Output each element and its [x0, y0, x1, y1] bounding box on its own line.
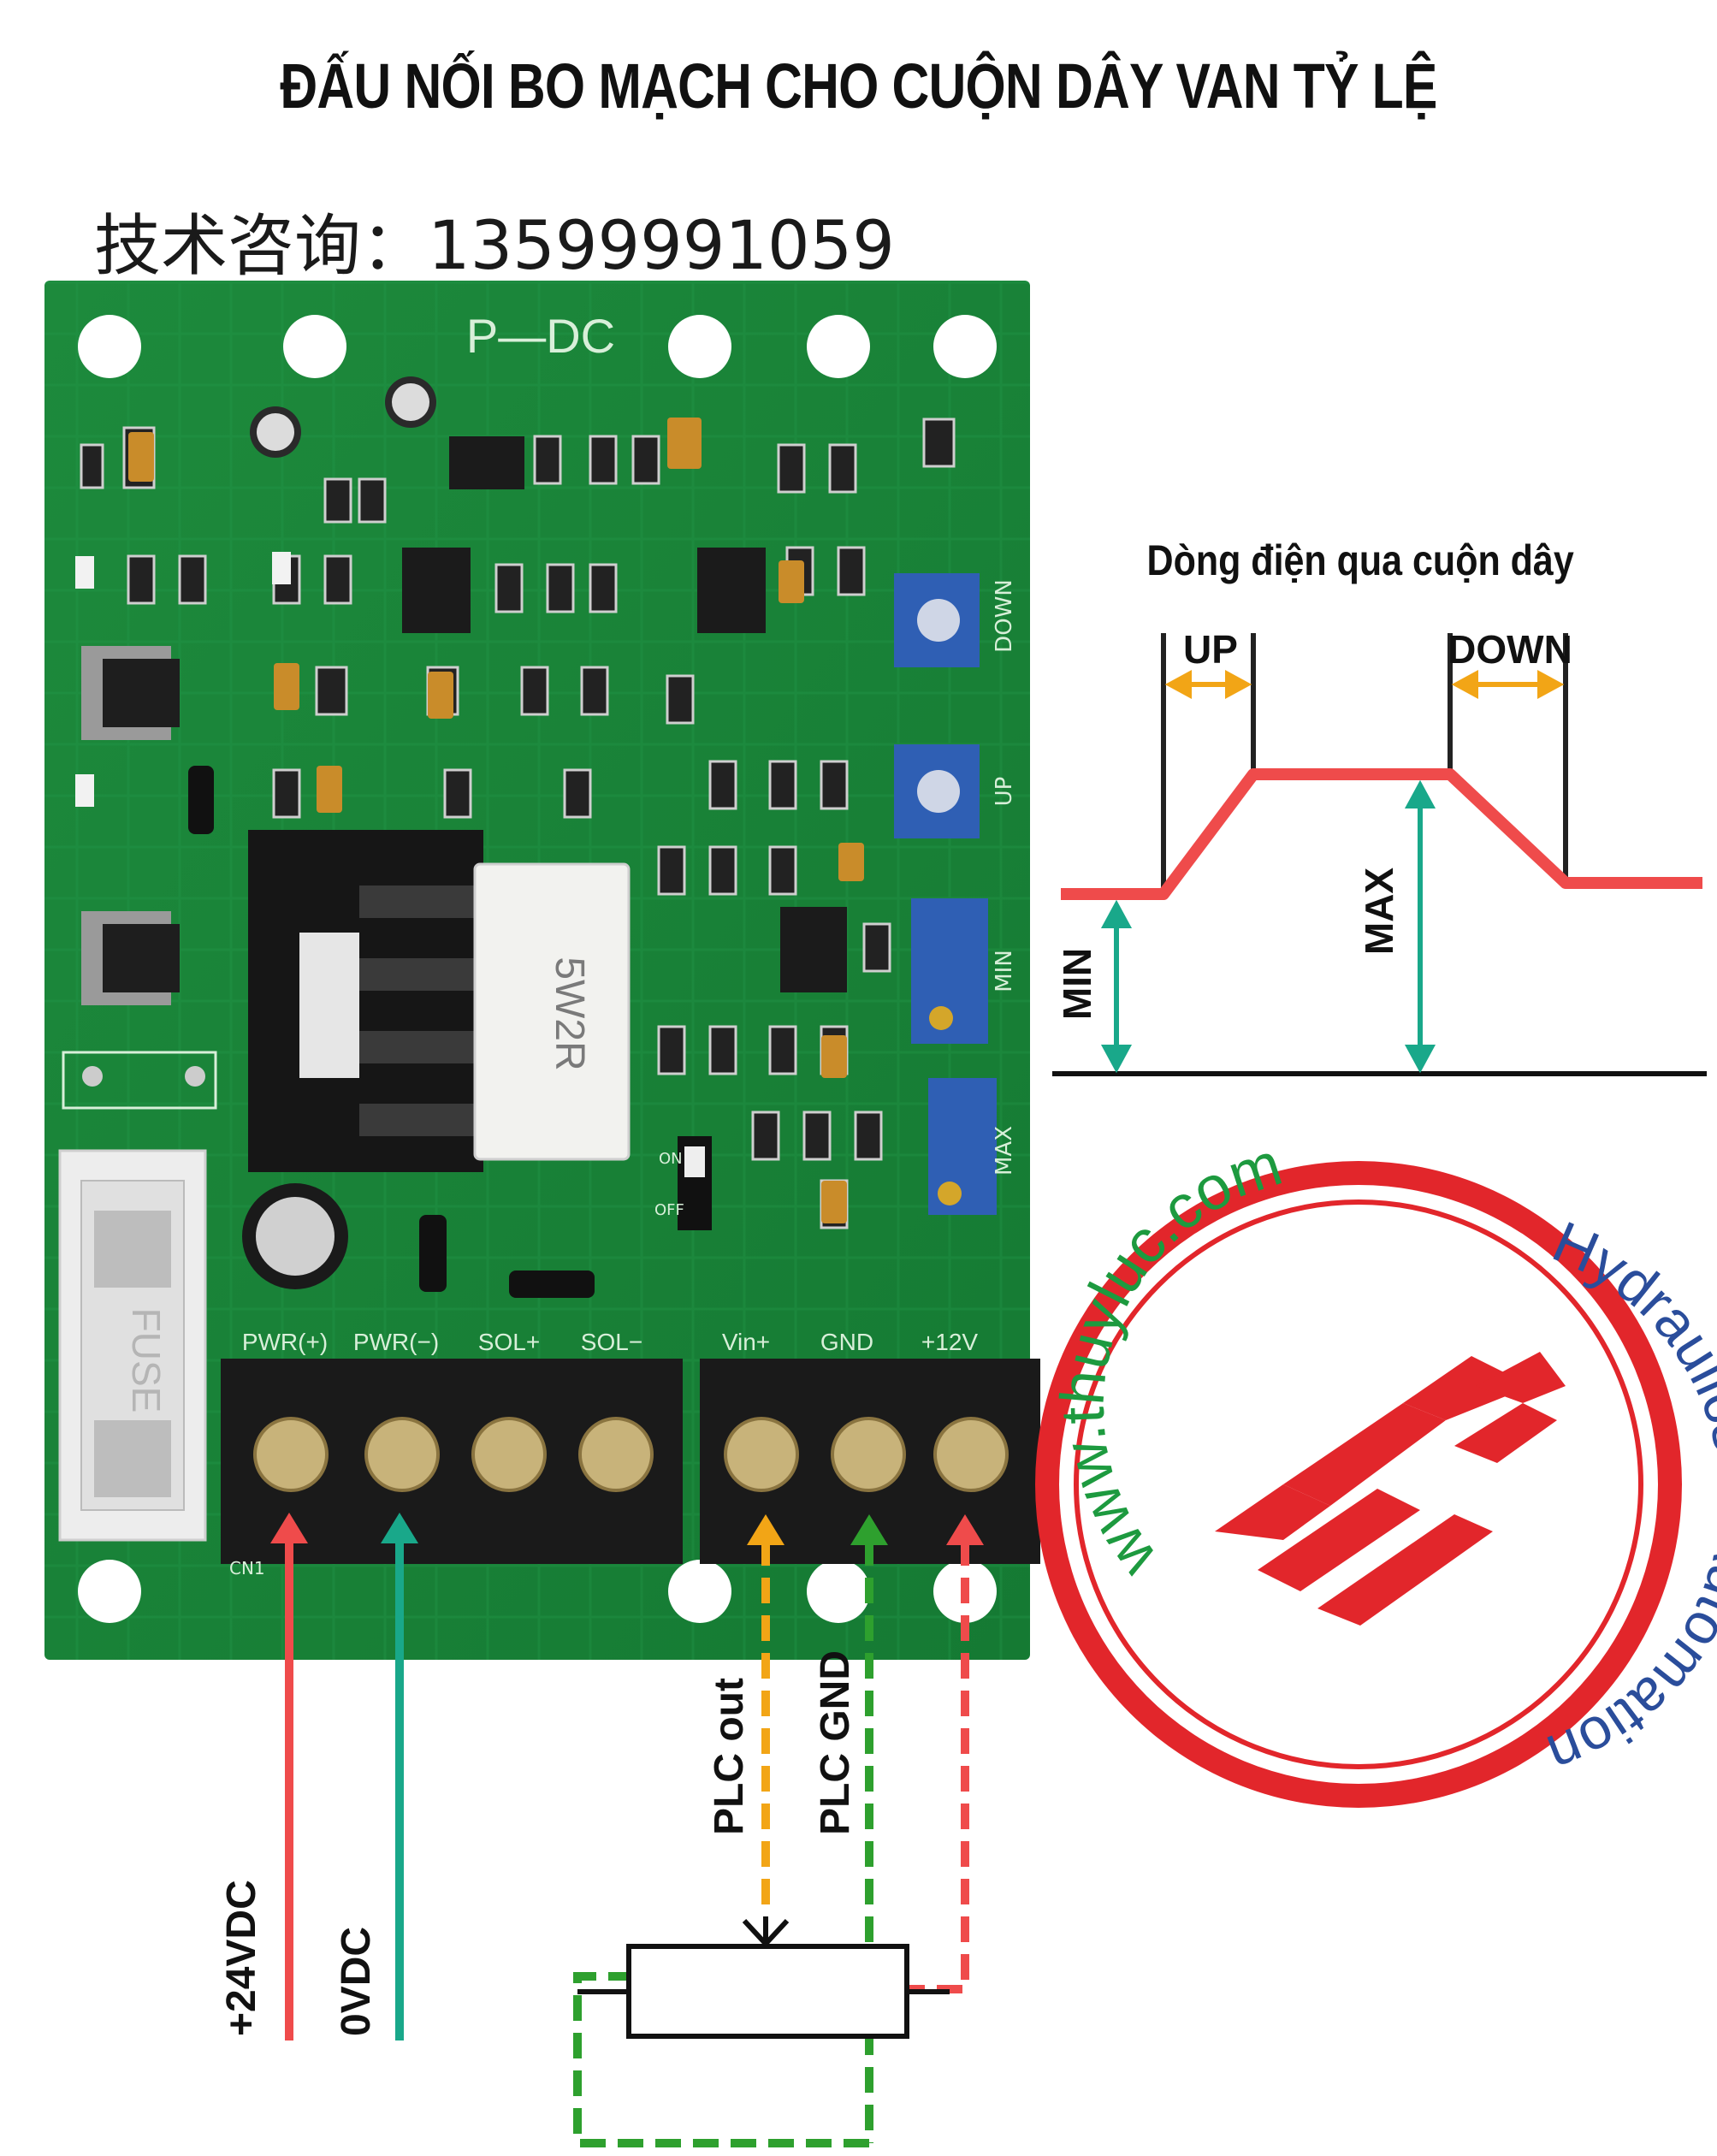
- pot-down[interactable]: DOWN: [894, 573, 1017, 667]
- potentiometer-symbol: [577, 1916, 950, 2039]
- pot-min-label: MIN: [992, 950, 1017, 992]
- current-curve: [1061, 768, 1702, 900]
- pot-up-label: UP: [992, 777, 1017, 807]
- heatsink: [248, 830, 488, 1172]
- electrolytic-capacitors: [242, 376, 436, 1289]
- power-wires: [270, 1513, 418, 2040]
- pot-max-label: MAX: [992, 1126, 1017, 1176]
- pot-up[interactable]: UP: [894, 744, 1017, 838]
- arrow-plc-out: [747, 1514, 784, 1545]
- label-max: MAX: [1357, 868, 1401, 956]
- terminal-label-pwr-minus: PWR(−): [353, 1329, 439, 1355]
- terminal-label-vin-plus: Vin+: [722, 1329, 770, 1355]
- arrow-plc-gnd: [850, 1514, 888, 1545]
- label-plc-out: PLC out: [707, 1678, 752, 1835]
- label-down: DOWN: [1448, 627, 1572, 672]
- arrow-0vdc: [381, 1513, 418, 1543]
- diodes: [188, 766, 595, 1298]
- plc-wires: [573, 1540, 969, 2147]
- terminal-label-pwr-plus: PWR(+): [242, 1329, 328, 1355]
- terminal-label-12v: +12V: [921, 1329, 978, 1355]
- pot-max[interactable]: MAX: [928, 1078, 1017, 1215]
- trimmer-pots: DOWN UP MIN MAX: [894, 573, 1017, 1215]
- pot-down-label: DOWN: [992, 579, 1017, 653]
- terminal-label-sol-minus: SOL−: [581, 1329, 642, 1355]
- chart-title: Dòng điện qua cuộn dây: [1147, 536, 1574, 584]
- tantalum-capacitors: [128, 418, 864, 1223]
- label-min: MIN: [1055, 948, 1099, 1020]
- board-model: P—DC: [466, 309, 615, 363]
- resistor-marking: 5W2R: [547, 957, 592, 1070]
- arrow-24vdc: [270, 1513, 308, 1543]
- arrow-12v: [946, 1514, 984, 1545]
- switch-off-label: OFF: [654, 1201, 684, 1219]
- power-resistor: 5W2R: [473, 862, 631, 1161]
- label-0vdc: 0VDC: [334, 1927, 379, 2036]
- hotline-text: 技术咨询：13599991059: [94, 208, 895, 285]
- led-indicators: [75, 552, 291, 807]
- label-24vdc: +24VDC: [219, 1880, 264, 2036]
- logo-emblem: [1215, 1352, 1566, 1626]
- fuse-holder: FUSE: [58, 1149, 207, 1542]
- terminal-label-sol-plus: SOL+: [478, 1329, 540, 1355]
- current-profile-diagram: Dòng điện qua cuộn dây UP DOWN MIN: [1052, 536, 1707, 1076]
- dip-switch[interactable]: ON OFF: [654, 1136, 712, 1230]
- pcb-board: P—DC: [44, 281, 1040, 1660]
- wire-labels: +24VDC 0VDC PLC out PLC GND: [219, 1650, 858, 2036]
- pot-min[interactable]: MIN: [911, 898, 1017, 1044]
- ic-chips: [402, 436, 847, 992]
- label-plc-gnd: PLC GND: [813, 1650, 858, 1835]
- label-up: UP: [1183, 627, 1238, 672]
- connector-ref: CN1: [229, 1558, 265, 1578]
- fuse-text: FUSE: [124, 1308, 169, 1413]
- terminal-screws: [253, 1417, 1009, 1492]
- switch-on-label: ON: [659, 1150, 683, 1168]
- terminal-block: PWR(+) PWR(−) SOL+ SOL− Vin+ GND +12V CN…: [221, 1329, 1040, 1578]
- company-logo: www.thuyluc.com Hydraulics & Automation: [1035, 1130, 1717, 1808]
- page-title: ĐẤU NỐI BO MẠCH CHO CUỘN DÂY VAN TỶ LỆ: [280, 50, 1437, 121]
- terminal-label-gnd: GND: [820, 1329, 873, 1355]
- voltage-regulators: [62, 646, 217, 1110]
